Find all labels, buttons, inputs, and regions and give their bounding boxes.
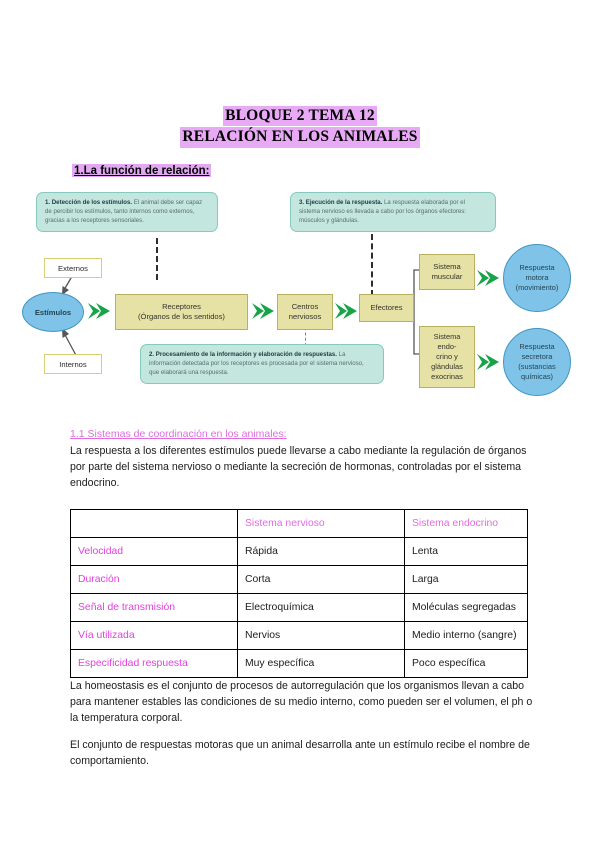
table-cell-nervioso-senal: Electroquímica xyxy=(237,593,405,622)
document-title: BLOQUE 2 TEMA 12 RELACIÓN EN LOS ANIMALE… xyxy=(0,106,600,148)
node-respuesta-motora-label-1: Respuesta xyxy=(519,263,555,273)
node-efectores-label: Efectores xyxy=(370,302,403,312)
info-box-procesamiento-title: 2. Procesamiento de la información y ela… xyxy=(149,351,337,358)
info-box-procesamiento: 2. Procesamiento de la información y ela… xyxy=(140,344,384,385)
info-box-deteccion: 1. Detección de los estímulos. El animal… xyxy=(36,192,218,233)
node-sistema-muscular-label-2: muscular xyxy=(431,272,463,281)
dash-detection-to-receptores xyxy=(156,238,158,280)
node-externos-label: Externos xyxy=(58,263,88,273)
dash-centros-to-procesamiento xyxy=(305,322,306,346)
table-cell-nervioso-velocidad: Rápida xyxy=(237,537,405,566)
table-row: Vía utilizada Nervios Medio interno (san… xyxy=(70,621,528,650)
table-cell-key-velocidad: Velocidad xyxy=(70,537,238,566)
node-estimulos-label: Estímulos xyxy=(34,307,72,317)
info-box-ejecucion-text: La respuesta elaborada por el sistema ne… xyxy=(299,199,466,224)
table-cell-key-senal: Señal de transmisión xyxy=(70,593,238,622)
node-sistema-endocrino-label-4: glándulas xyxy=(431,361,463,371)
paragraph-intro: La respuesta a los diferentes estímulos … xyxy=(70,445,527,490)
node-respuesta-secretora-label-4: químicas) xyxy=(520,371,554,381)
node-respuesta-secretora-label-1: Respuesta xyxy=(519,342,555,352)
relation-function-diagram: 1. Detección de los estímulos. El animal… xyxy=(0,186,600,408)
node-respuesta-motora-label-2: motora xyxy=(525,273,549,282)
node-receptores: Receptores (Órganos de los sentidos) xyxy=(115,294,248,330)
table-row: Duración Corta Larga xyxy=(70,565,528,594)
table-cell-nervioso-duracion: Corta xyxy=(237,565,405,594)
table-header-row: Sistema nervioso Sistema endocrino xyxy=(70,509,528,538)
chevron-arrow-receptores-centros xyxy=(252,303,274,319)
node-receptores-label-1: Receptores xyxy=(162,301,201,311)
node-estimulos: Estímulos xyxy=(22,292,84,332)
table-cell-endocrino-duracion: Larga xyxy=(404,565,528,594)
table-cell-endocrino-via: Medio interno (sangre) xyxy=(404,621,528,650)
node-centros-label-1: Centros xyxy=(291,301,319,311)
table-cell-endocrino-especificidad: Poco específica xyxy=(404,649,528,678)
node-externos: Externos xyxy=(44,258,102,278)
table-cell-endocrino-velocidad: Lenta xyxy=(404,537,528,566)
info-box-ejecucion: 3. Ejecución de la respuesta. La respues… xyxy=(290,192,496,233)
info-box-deteccion-text: El animal debe ser capaz de percibir los… xyxy=(45,199,203,224)
node-sistema-muscular-label-1: Sistema xyxy=(433,261,461,271)
node-receptores-label-2: (Órganos de los sentidos) xyxy=(138,312,225,321)
table-row: Velocidad Rápida Lenta xyxy=(70,537,528,566)
table-cell-nervioso-especificidad: Muy específica xyxy=(237,649,405,678)
node-centros-nerviosos: Centros nerviosos xyxy=(277,294,333,330)
node-respuesta-motora-label-3: (movimiento) xyxy=(515,282,559,292)
paragraph-comportamiento: El conjunto de respuestas motoras que un… xyxy=(70,739,530,768)
node-sistema-endocrino-label-3: crino y xyxy=(436,352,458,361)
paragraph-homeostasis: La homeostasis es el conjunto de proceso… xyxy=(70,680,533,725)
table-row: Especificidad respuesta Muy específica P… xyxy=(70,649,528,678)
sub-heading: 1.1 Sistemas de coordinación en los anim… xyxy=(70,428,287,440)
node-efectores: Efectores xyxy=(359,294,414,322)
table-header-sistema-endocrino: Sistema endocrino xyxy=(404,509,528,538)
section-heading: 1.La función de relación: xyxy=(72,164,212,177)
node-respuesta-secretora-label-2: secretora xyxy=(521,352,553,362)
node-internos: Internos xyxy=(44,354,102,374)
node-respuesta-motora: Respuesta motora (movimiento) xyxy=(503,244,571,312)
node-centros-label-2: nerviosos xyxy=(288,312,322,321)
table-header-empty xyxy=(70,509,238,538)
node-internos-label: Internos xyxy=(59,359,87,369)
node-sistema-endocrino: Sistema endo- crino y glándulas exocrina… xyxy=(419,326,475,388)
chevron-arrow-estimulos-receptores xyxy=(88,303,110,319)
title-line-2: RELACIÓN EN LOS ANIMALES xyxy=(180,127,420,148)
node-respuesta-secretora: Respuesta secretora (sustancias químicas… xyxy=(503,328,571,396)
table-cell-key-via: Vía utilizada xyxy=(70,621,238,650)
chevron-arrow-centros-efectores xyxy=(335,303,357,319)
table-cell-key-duracion: Duración xyxy=(70,565,238,594)
node-sistema-endocrino-label-1: Sistema xyxy=(433,332,461,342)
info-box-ejecucion-title: 3. Ejecución de la respuesta. xyxy=(299,199,383,206)
node-sistema-muscular: Sistema muscular xyxy=(419,254,475,290)
node-respuesta-secretora-label-3: (sustancias xyxy=(518,362,556,371)
chevron-arrow-endocrino-secretora xyxy=(477,354,499,370)
info-box-deteccion-title: 1. Detección de los estímulos. xyxy=(45,199,133,206)
dash-ejecucion-to-efectores xyxy=(371,234,373,296)
table-row: Señal de transmisión Electroquímica Molé… xyxy=(70,593,528,622)
comparison-table: Sistema nervioso Sistema endocrino Veloc… xyxy=(70,509,528,678)
info-box-procesamiento-text: La información detectada por los recepto… xyxy=(149,351,364,376)
table-header-sistema-nervioso: Sistema nervioso xyxy=(237,509,405,538)
node-sistema-endocrino-label-5: exocrinas xyxy=(431,371,463,381)
node-sistema-endocrino-label-2: endo- xyxy=(437,342,457,352)
table-cell-nervioso-via: Nervios xyxy=(237,621,405,650)
table-cell-endocrino-senal: Moléculas segregadas xyxy=(404,593,528,622)
title-line-1: BLOQUE 2 TEMA 12 xyxy=(223,106,377,127)
chevron-arrow-muscular-motora xyxy=(477,270,499,286)
table-cell-key-especificidad: Especificidad respuesta xyxy=(70,649,238,678)
